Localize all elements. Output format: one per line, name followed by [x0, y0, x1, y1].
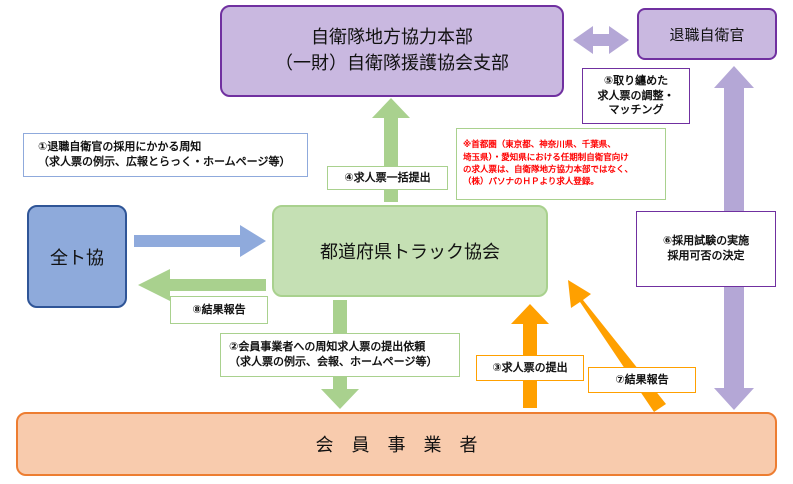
arrow-submit-bundle [372, 98, 410, 202]
step8-label: ⑧結果報告 [170, 296, 268, 324]
arrow-result-to-zentokyo [138, 269, 266, 301]
step6-label: ⑥採用試験の実施 採用可否の決定 [636, 211, 776, 287]
prefecture-association-box: 都道府県トラック協会 [272, 205, 548, 297]
members-box: 会 員 事 業 者 [16, 412, 777, 476]
zentokyo-box: 全ト協 [27, 205, 127, 308]
hq-line-2: （一財）自衛隊援護協会支部 [275, 53, 509, 74]
prefecture-association-label: 都道府県トラック協会 [320, 242, 500, 263]
arrow-hq-retired-double [573, 26, 629, 54]
hq-box: 自衛隊地方協力本部 （一財）自衛隊援護協会支部 [220, 5, 564, 97]
step3-label: ③求人票の提出 [476, 355, 584, 381]
zentokyo-label: 全ト協 [50, 247, 104, 269]
hq-line-1: 自衛隊地方協力本部 [311, 26, 473, 48]
arrow-zentokyo-to-prefecture [134, 225, 266, 257]
step7-label: ⑦結果報告 [588, 367, 696, 393]
retired-officer-label: 退職自衛官 [669, 25, 745, 44]
retired-officer-box: 退職自衛官 [637, 8, 777, 60]
note-box: ※首都圏（東京都、神奈川県、千葉県、 埼玉県）・愛知県における任期制自衛官向け … [456, 128, 666, 200]
members-label: 会 員 事 業 者 [315, 435, 478, 456]
step5-label: ⑤取り纏めた 求人票の調整・ マッチング [582, 68, 690, 124]
step1-label: ①退職自衛官の採用にかかる周知 （求人票の例示、広報とらっく・ホームページ等） [23, 133, 308, 177]
step4-label: ④求人票一括提出 [327, 166, 448, 190]
step2-label: ②会員事業者への周知求人票の提出依頼 （求人票の例示、会報、ホームページ等） [220, 333, 460, 377]
